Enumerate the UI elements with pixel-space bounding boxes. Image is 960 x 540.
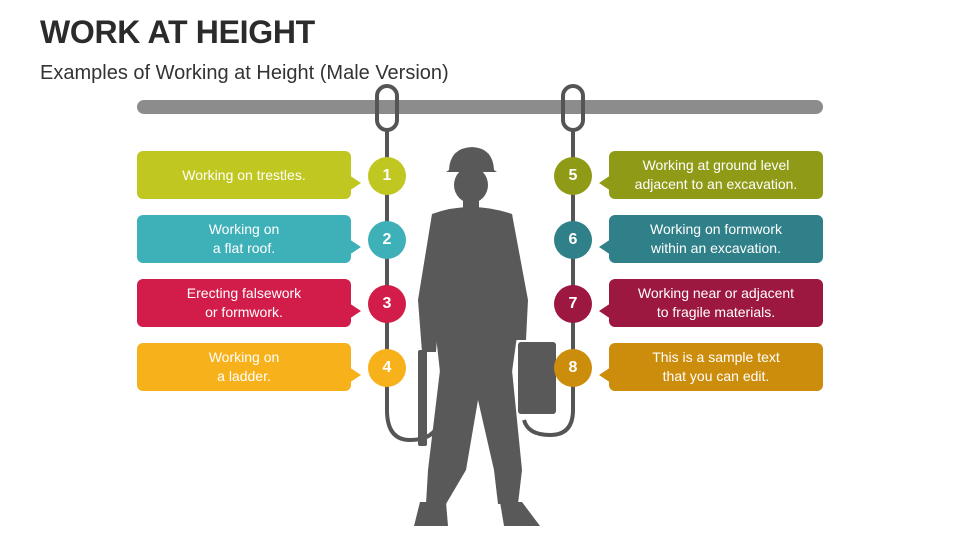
callout-8: This is a sample text that you can edit. [599, 343, 823, 391]
callout-2-text: Working on a flat roof. [208, 221, 280, 256]
callout-2: Working on a flat roof. [137, 215, 361, 263]
step-number-3: 3 [368, 285, 406, 323]
callout-6: Working on formwork within an excavation… [599, 215, 823, 263]
callout-7-text: Working near or adjacent to fragile mate… [637, 285, 795, 320]
step-number-5: 5 [554, 157, 592, 195]
callout-5: Working at ground level adjacent to an e… [599, 151, 823, 199]
callout-1: Working on trestles. [137, 151, 361, 199]
worker-silhouette [414, 147, 556, 526]
lifeline-right [522, 130, 575, 438]
callout-1-text: Working on trestles. [182, 166, 306, 183]
callout-5-text: Working at ground level adjacent to an e… [634, 157, 798, 192]
callout-6-text: Working on formwork within an excavation… [649, 221, 782, 256]
step-number-4: 4 [368, 349, 406, 387]
page-subtitle: Examples of Working at Height (Male Vers… [40, 62, 449, 84]
step-number-2: 2 [368, 221, 406, 259]
callout-3-text: Erecting falsework or formwork. [186, 285, 302, 320]
page-title: WORK AT HEIGHT [40, 14, 315, 50]
step-number-8: 8 [554, 349, 592, 387]
callout-3: Erecting falsework or formwork. [137, 279, 361, 327]
callout-4-text: Working on a ladder. [208, 349, 280, 384]
callout-8-text: This is a sample text that you can edit. [652, 349, 780, 384]
callout-7: Working near or adjacent to fragile mate… [599, 279, 823, 327]
anchor-bar [137, 100, 823, 114]
step-number-1: 1 [368, 157, 406, 195]
step-number-7: 7 [554, 285, 592, 323]
callout-4: Working on a ladder. [137, 343, 361, 391]
step-number-6: 6 [554, 221, 592, 259]
